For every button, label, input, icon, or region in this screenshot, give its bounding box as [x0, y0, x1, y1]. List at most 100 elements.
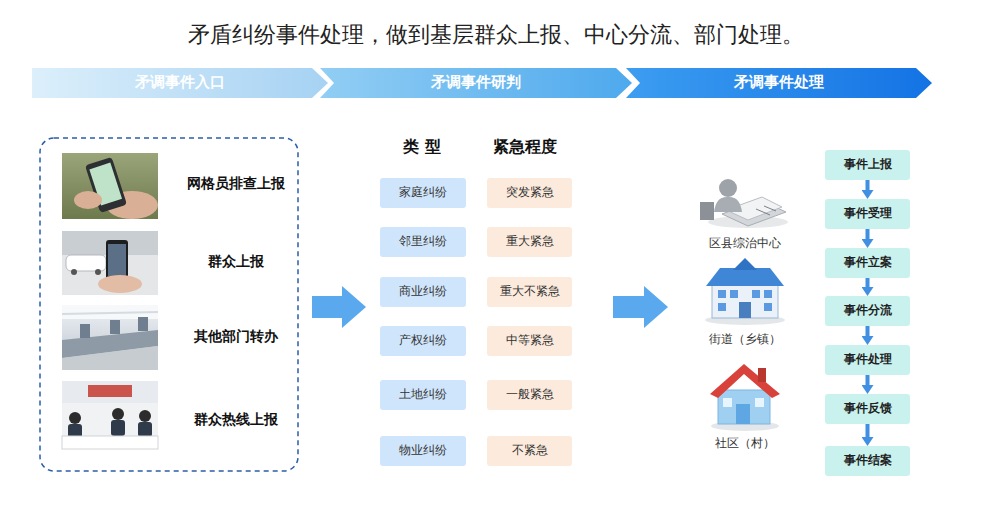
icon-window — [723, 398, 732, 407]
photo-desk — [62, 436, 158, 449]
photo-screen — [110, 320, 120, 334]
icon-chimney — [758, 368, 766, 382]
photo-person-head — [69, 412, 81, 424]
process-step-box: 事件处理 — [825, 345, 910, 375]
community-house-icon — [710, 364, 780, 431]
photo-person-body — [138, 422, 152, 437]
column-header: 类 型 — [382, 136, 462, 158]
icon-window — [752, 290, 760, 298]
dispute-type-box: 邻里纠纷 — [380, 227, 466, 257]
flow-arrow — [312, 286, 366, 328]
process-step-box: 事件结案 — [825, 446, 910, 476]
photo-person-head — [139, 410, 151, 422]
photo-background — [62, 153, 158, 219]
icon-window — [755, 398, 764, 407]
icon-roof-top — [733, 258, 757, 270]
icon-paper-line — [756, 209, 770, 215]
stage-banner: 矛调事件入口 — [32, 68, 328, 98]
icon-door — [736, 404, 750, 424]
node-text: 土地纠纷 — [399, 387, 447, 403]
node-text: 事件反馈 — [844, 401, 892, 417]
node-text: 事件处理 — [844, 352, 892, 368]
node-text: 产权纠纷 — [399, 333, 447, 349]
flow-connector — [866, 229, 870, 248]
photo-wall — [62, 381, 158, 403]
dispute-type-box: 物业纠纷 — [380, 436, 466, 466]
photo-background — [62, 231, 158, 295]
urgency-box: 一般紧急 — [487, 380, 572, 410]
node-text: 事件结案 — [844, 453, 892, 469]
node-text: 矛调事件处理 — [734, 73, 824, 93]
photo-service-hall — [62, 305, 158, 370]
icon-window — [718, 290, 726, 298]
node-text: 事件立案 — [844, 255, 892, 271]
photo-background — [62, 305, 158, 370]
photo-floor — [62, 346, 158, 370]
node-text: 重大紧急 — [506, 234, 554, 250]
photo-person-head — [112, 408, 124, 420]
photo-public-report — [62, 231, 158, 295]
banner-shape — [32, 68, 328, 98]
photo-screen — [108, 244, 126, 276]
process-step-box: 事件上报 — [825, 150, 910, 180]
photo-background — [62, 381, 158, 449]
urgency-box: 不紧急 — [487, 436, 572, 466]
dispute-type-box: 家庭纠纷 — [380, 178, 466, 208]
entry-label: 网格员排查上报 — [161, 174, 311, 194]
banner-chevron — [626, 68, 932, 98]
icon-roof — [706, 268, 784, 286]
node-text: 事件受理 — [844, 206, 892, 222]
flow-connector — [866, 424, 870, 446]
urgency-box: 突发紧急 — [487, 178, 572, 208]
street-building-icon — [705, 258, 785, 325]
entry-label: 群众热线上报 — [161, 410, 311, 430]
node-text: 商业纠纷 — [399, 284, 447, 300]
icon-person-body — [714, 197, 742, 212]
icon-house-body — [718, 390, 770, 424]
node-text: 矛调事件入口 — [135, 73, 225, 93]
icon-roof — [710, 364, 780, 398]
entry-label: 其他部门转办 — [161, 327, 311, 347]
node-text: 一般紧急 — [506, 387, 554, 403]
process-step-box: 事件分流 — [825, 296, 910, 326]
photo-wheel — [71, 269, 77, 275]
photo-thumb — [74, 191, 102, 209]
icon-window — [764, 290, 772, 298]
process-step-box: 事件立案 — [825, 248, 910, 278]
icon-paper-line — [764, 206, 776, 211]
flow-connector — [866, 375, 870, 394]
dispute-type-box: 产权纠纷 — [380, 326, 466, 356]
icon-device — [700, 202, 714, 220]
photo-hand — [98, 275, 142, 293]
district-center-icon — [700, 179, 788, 228]
urgency-box: 中等紧急 — [487, 326, 572, 356]
node-text: 突发紧急 — [506, 185, 554, 201]
flow-connector — [866, 180, 870, 199]
photo-phone — [106, 240, 128, 280]
photo-person-body — [111, 420, 125, 436]
flow-connector — [866, 278, 870, 296]
stage-banner: 矛调事件处理 — [626, 68, 932, 98]
flow-arrow — [613, 286, 668, 328]
icon-window — [718, 303, 726, 311]
icon-person-head — [719, 179, 737, 197]
node-text: 矛调事件研判 — [431, 73, 521, 93]
dispute-type-box: 商业纠纷 — [380, 277, 466, 307]
urgency-box: 重大不紧急 — [487, 277, 572, 307]
entry-label: 群众上报 — [161, 252, 311, 272]
node-text: 家庭纠纷 — [399, 185, 447, 201]
dispute-type-box: 土地纠纷 — [380, 380, 466, 410]
photo-grid-worker — [62, 153, 158, 219]
node-text: 事件上报 — [844, 157, 892, 173]
photo-light — [62, 312, 158, 314]
level-label: 社区（村） — [685, 435, 805, 452]
icon-window — [764, 303, 772, 311]
icon-door — [739, 302, 751, 318]
icon-building-body — [712, 284, 778, 318]
photo-screen — [80, 324, 90, 338]
node-text: 中等紧急 — [506, 333, 554, 349]
